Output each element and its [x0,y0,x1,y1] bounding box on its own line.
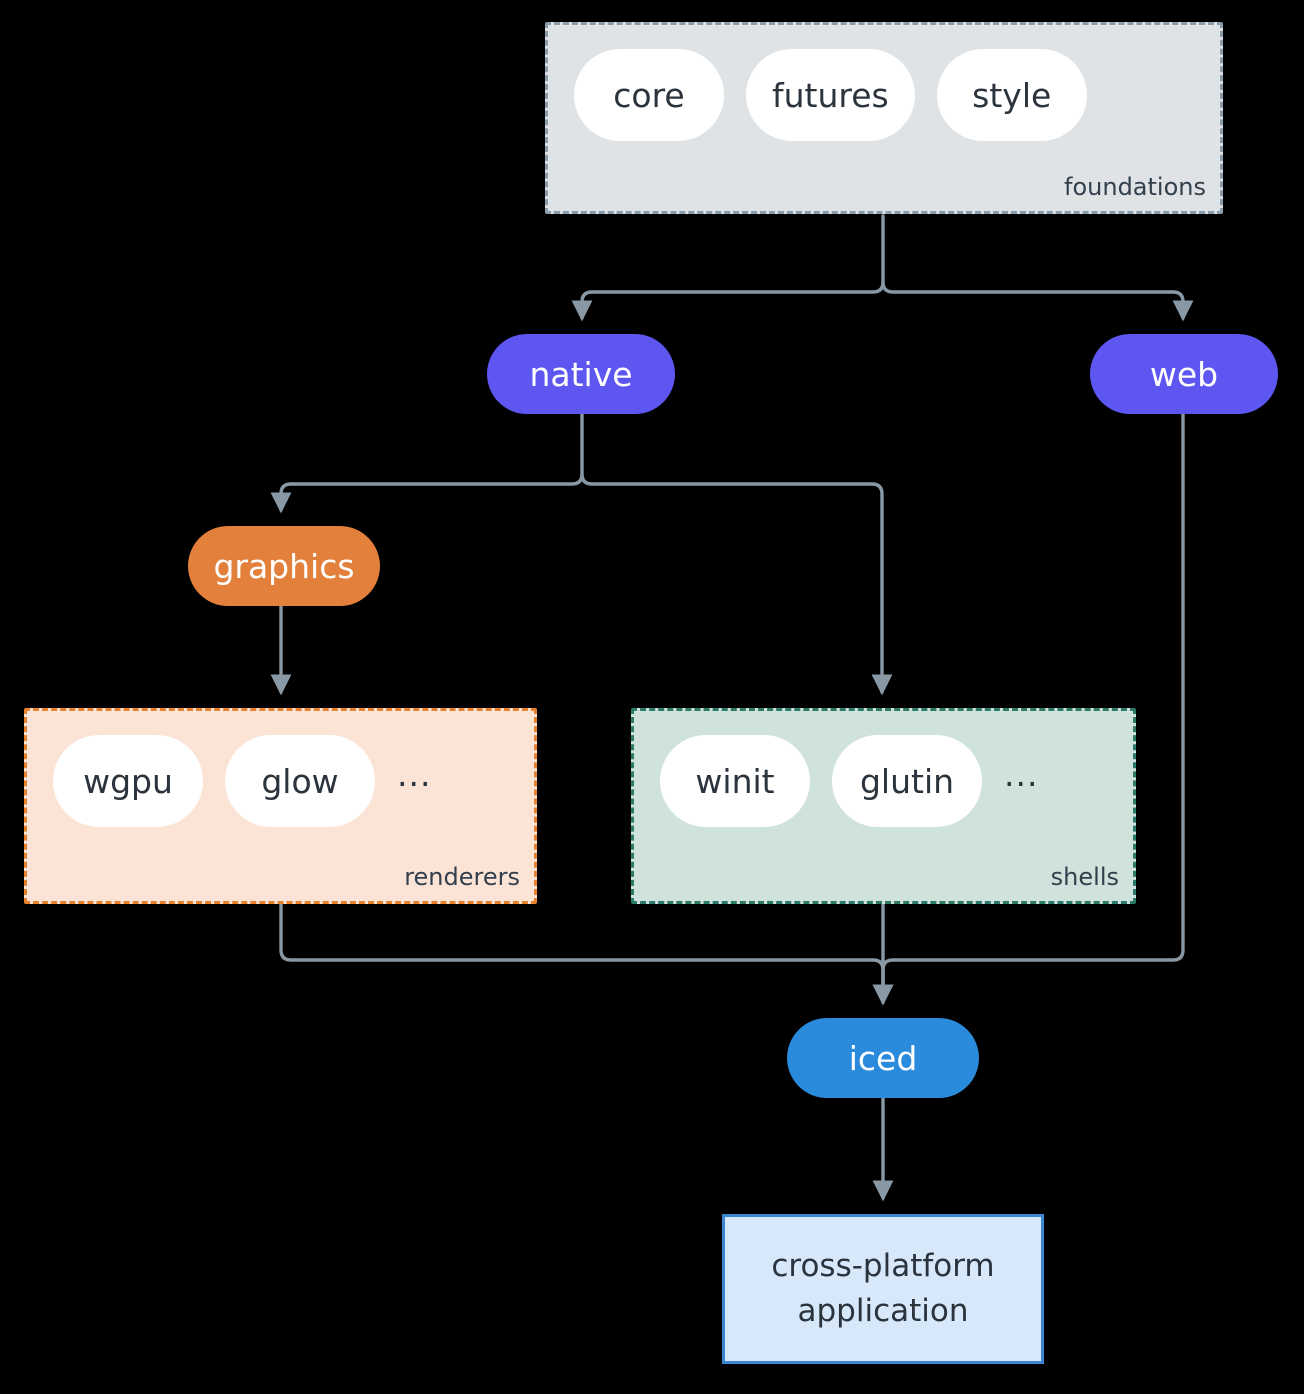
edge-foundations-web [881,280,1194,322]
edge-native-graphics [270,412,584,514]
node-native[interactable]: native [487,334,675,414]
pill-winit-label: winit [695,761,775,801]
group-label-shells: shells [1050,863,1119,891]
group-label-renderers: renderers [404,863,520,891]
pill-style-label: style [972,75,1052,115]
pill-style[interactable]: style [936,49,1087,141]
node-web-label: web [1149,354,1219,394]
pill-core[interactable]: core [574,49,724,141]
edge-renderers-iced [279,902,894,1006]
group-foundations: core futures style foundations [545,22,1223,214]
group-label-foundations: foundations [1064,173,1206,201]
node-iced[interactable]: iced [787,1018,979,1098]
pill-glutin[interactable]: glutin [832,735,982,827]
node-iced-label: iced [848,1038,918,1078]
pill-wgpu[interactable]: wgpu [53,735,203,827]
pill-winit[interactable]: winit [660,735,810,827]
pill-glutin-label: glutin [859,761,955,801]
pill-glow-label: glow [261,761,339,801]
node-graphics[interactable]: graphics [188,526,380,606]
pill-futures[interactable]: futures [746,49,915,141]
pill-wgpu-label: wgpu [83,761,173,801]
node-web[interactable]: web [1090,334,1278,414]
edge-native-shells [580,472,893,696]
node-graphics-label: graphics [213,546,355,586]
shells-more-ellipsis: ... [1004,754,1039,794]
application-label-line1: cross-platform [771,1248,995,1285]
renderers-pill-row: wgpu glow ... [27,711,431,827]
node-native-label: native [529,354,633,394]
renderers-more-ellipsis: ... [397,754,432,794]
edge-foundations-native [571,214,885,322]
shells-pill-row: winit glutin ... [634,711,1038,827]
foundations-pill-row: core futures style [548,25,1087,141]
pill-futures-label: futures [772,75,889,115]
edge-web-iced [872,412,1185,1006]
pill-glow[interactable]: glow [225,735,375,827]
group-shells: winit glutin ... shells [631,708,1136,904]
application-label-line2: application [797,1293,969,1329]
node-cross-platform-application[interactable]: cross-platform application [722,1214,1044,1364]
pill-core-label: core [613,75,685,115]
group-renderers: wgpu glow ... renderers [24,708,537,904]
